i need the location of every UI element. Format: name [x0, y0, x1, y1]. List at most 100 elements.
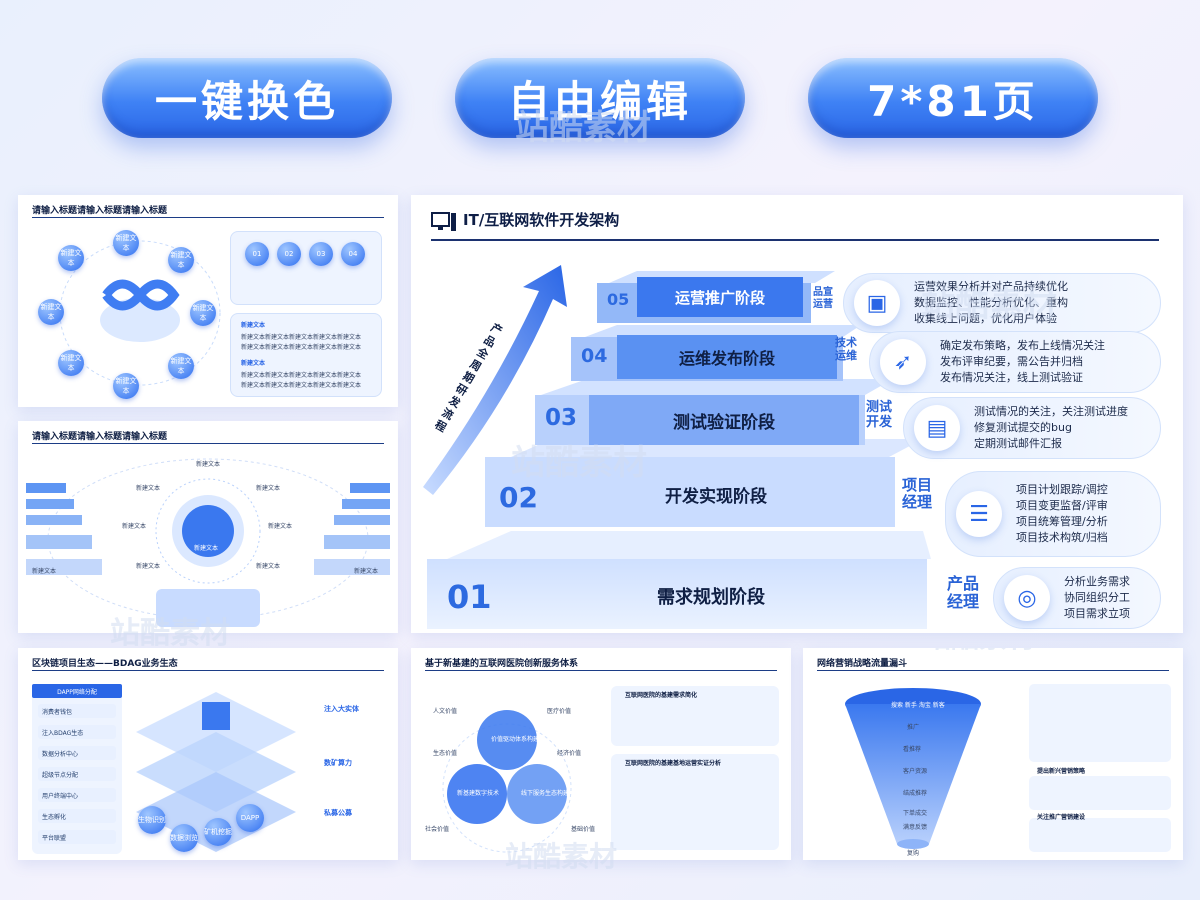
funnel-layer: 看推荐: [903, 746, 922, 753]
ecosystem-bubble: 矿机挖掘: [204, 818, 232, 846]
orbit-label: 新建文本: [268, 523, 293, 530]
description-line: 协同组织分工: [1064, 591, 1130, 604]
step-description-card: ▤ 测试情况的关注，关注测试进度 修复测试提交的bug 定期测试邮件汇报: [903, 397, 1161, 459]
text-node: 新建文本: [58, 350, 84, 376]
description-lines: 确定发布策略，发布上线情况关注 发布评审纪要，需公告并归档 发布情况关注，线上测…: [940, 338, 1105, 386]
right-heading: 注入大实体: [324, 705, 359, 713]
ring-label: 价值驱动体系构建: [491, 736, 540, 743]
funnel-layer: 下单成交: [903, 810, 928, 817]
page-count-badge: 7*81页: [808, 58, 1098, 138]
description-line: 项目技术构筑/归档: [1016, 531, 1108, 544]
divider: [817, 670, 1169, 671]
section-heading: 互联网医院的基建需求简化: [625, 692, 698, 699]
step-number: 02: [499, 480, 538, 514]
step-role: 产品经理: [946, 574, 979, 612]
para-heading: 新建文本: [241, 360, 266, 367]
orbit-label: 新建文本: [196, 461, 221, 468]
description-line: 发布情况关注，线上测试验证: [940, 371, 1083, 384]
orbit-label: 新建文本: [136, 485, 161, 492]
stair-label: 新建文本: [32, 568, 57, 575]
number-circle: 02: [277, 242, 301, 266]
paragraph-card: 新建文本 新建文本新建文本新建文本新建文本新建文本 新建文本新建文本新建文本新建…: [230, 313, 382, 397]
description-lines: 分析业务需求 协同组织分工 项目需求立项: [1064, 574, 1130, 622]
computer-icon: [431, 212, 456, 231]
slide-title: 区块链项目生态——BDAG业务生态: [32, 659, 178, 669]
step-number: 03: [545, 405, 578, 431]
description-line: 数据监控、性能分析优化、重构: [914, 296, 1068, 309]
value-label: 基础价值: [571, 826, 596, 833]
radial-diagram: [26, 458, 390, 627]
text-node: 新建文本: [168, 247, 194, 273]
step-role: 测试开发: [865, 400, 892, 430]
dapp-list-item: 注入BDAG生态: [38, 725, 116, 739]
target-icon: ◎: [1004, 575, 1050, 621]
database-icon: ☰: [956, 491, 1002, 537]
ring-label: 新基建数字技术: [457, 790, 500, 797]
orbit-label: 新建文本: [136, 563, 161, 570]
center-label: 新建文本新建文本: [110, 347, 159, 354]
orbit-label: 新建文本: [256, 563, 281, 570]
description-line: 运营效果分析并对产品持续优化: [914, 280, 1068, 293]
description-line: 修复测试提交的bug: [974, 421, 1072, 434]
section-heading: 关注推广营销建设: [1037, 814, 1086, 821]
section-heading: 互联网医院的基建基地运营实证分析: [625, 760, 722, 767]
team-board-icon: ▣: [854, 280, 900, 326]
description-line: 项目计划跟踪/调控: [1016, 483, 1108, 496]
funnel-layer: 推广: [907, 724, 920, 731]
slide-thumbnail-3[interactable]: 区块链项目生态——BDAG业务生态 DAPP网络分配 生物识别 数据浏览 矿机挖…: [18, 648, 398, 860]
value-label: 人文价值: [433, 708, 458, 715]
list-header: DAPP网络分配: [32, 684, 122, 698]
main-slide-architecture[interactable]: IT/互联网软件开发架构 产品全周期研发流程 05 运营推广阶段 品宣运营 ▣ …: [411, 195, 1183, 633]
para-heading: 新建文本: [241, 322, 266, 329]
description-line: 确定发布策略，发布上线情况关注: [940, 339, 1105, 352]
slide-thumbnail-1[interactable]: 请输入标题请输入标题请输入标题 新建文本 新建文本 新建文本 新建文本 新建文本…: [18, 195, 398, 407]
free-edit-badge: 自由编辑: [455, 58, 745, 138]
divider: [425, 670, 777, 671]
step-description-card: ☰ 项目计划跟踪/调控 项目变更监督/评审 项目统筹管理/分析 项目技术构筑/归…: [945, 471, 1161, 557]
text-node: 新建文本: [168, 353, 194, 379]
divider: [32, 217, 384, 218]
description-lines: 运营效果分析并对产品持续优化 数据监控、性能分析优化、重构 收集线上问题，优化用…: [914, 279, 1068, 327]
divider: [32, 443, 384, 444]
slide-thumbnail-4[interactable]: 基于新基建的互联网医院创新服务体系 价值驱动体系构建 新基建数字技术 线下服务生…: [411, 648, 791, 860]
description-line: 分析业务需求: [1064, 575, 1130, 588]
text-node: 新建文本: [113, 373, 139, 399]
text-node: 新建文本: [58, 245, 84, 271]
slide-thumbnail-5[interactable]: 网络营销战略流量漏斗 搜索 新手 淘宝 新客 推广 看推荐 客户资源 结成推荐 …: [803, 648, 1183, 860]
description-line: 定期测试邮件汇报: [974, 437, 1062, 450]
description-line: 发布评审纪要，需公告并归档: [940, 355, 1083, 368]
description-lines: 项目计划跟踪/调控 项目变更监督/评审 项目统筹管理/分析 项目技术构筑/归档: [1016, 482, 1108, 546]
one-click-recolor-badge: 一键换色: [102, 58, 392, 138]
section-heading: 提出新兴营销策略: [1037, 768, 1086, 775]
divider: [32, 670, 384, 671]
slide-thumbnail-2[interactable]: 请输入标题请输入标题请输入标题 新建文本 新建文本 新建文本 新建文本 新建文本…: [18, 421, 398, 633]
slide-title: IT/互联网软件开发架构: [463, 211, 620, 229]
text-node: 新建文本: [38, 299, 64, 325]
para-text: 新建文本新建文本新建文本新建文本新建文本: [241, 372, 362, 379]
slide-title: 请输入标题请输入标题请输入标题: [32, 432, 168, 442]
step-number: 05: [607, 289, 630, 309]
title-underline: [431, 239, 1159, 241]
slide-title: 基于新基建的互联网医院创新服务体系: [425, 659, 579, 669]
description-line: 收集线上问题，优化用户体验: [914, 312, 1057, 325]
dapp-list-item: 消费者钱包: [38, 704, 116, 718]
ring-label: 线下服务生态构建: [521, 790, 570, 797]
dapp-list-item: 生态孵化: [38, 809, 116, 823]
funnel-graphic: [845, 684, 1171, 852]
funnel-layer: 搜索 新手 淘宝 新客: [891, 702, 945, 709]
funnel-layer: 客户资源: [903, 768, 928, 775]
text-node: 新建文本: [190, 300, 216, 326]
step-name: 开发实现阶段: [665, 486, 767, 507]
step-role: 项目经理: [901, 476, 932, 512]
ring-diagram: [442, 686, 779, 853]
description-lines: 测试情况的关注，关注测试进度 修复测试提交的bug 定期测试邮件汇报: [974, 404, 1128, 452]
step-name: 运维发布阶段: [617, 335, 837, 379]
value-label: 经济价值: [557, 750, 582, 757]
slide-title: 网络营销战略流量漏斗: [817, 659, 908, 669]
step-name: 运营推广阶段: [637, 277, 803, 317]
description-line: 项目需求立项: [1064, 607, 1130, 620]
description-line: 测试情况的关注，关注测试进度: [974, 405, 1128, 418]
badge-label: 7*81页: [867, 76, 1039, 126]
right-heading: 私募公募: [324, 809, 352, 817]
dapp-list-item: 超级节点分配: [38, 767, 116, 781]
